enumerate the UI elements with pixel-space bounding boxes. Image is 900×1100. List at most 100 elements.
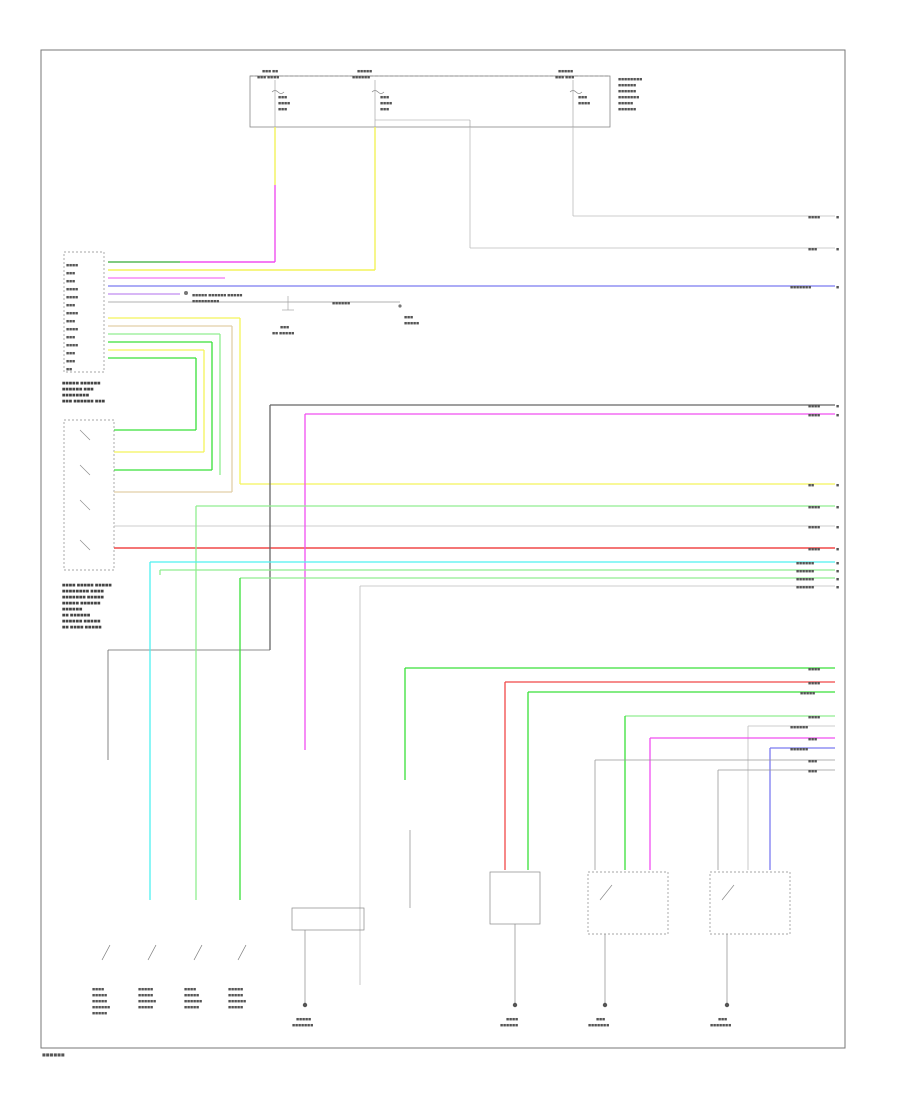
svg-text:■■■■■■: ■■■■■■ [796, 585, 814, 589]
svg-text:■■■: ■■■ [380, 107, 389, 111]
svg-text:■■: ■■ [808, 483, 814, 487]
svg-text:■■■■■■■■: ■■■■■■■■ [62, 393, 90, 397]
svg-text:■■■■■■: ■■■■■■ [92, 1005, 110, 1009]
svg-text:■■■■: ■■■■ [808, 525, 820, 529]
svg-text:■: ■ [836, 215, 839, 219]
svg-text:■■■: ■■■ [596, 1017, 605, 1021]
svg-text:■■■■■■: ■■■■■■ [796, 561, 814, 565]
svg-text:■■■■■■■: ■■■■■■■ [588, 1023, 609, 1027]
svg-text:■■■■ ■■■■■ ■■■■■: ■■■■ ■■■■■ ■■■■■ [62, 583, 112, 587]
svg-text:■■■■■: ■■■■■ [138, 987, 153, 991]
svg-text:■■■■■■ ■■■: ■■■■■■ ■■■ [62, 387, 94, 391]
window-switch-connector: ■■■■ ■■■■■ ■■■■■ ■■■■■■■■ ■■■■ ■■■■■■■ ■… [62, 419, 115, 629]
svg-text:■■■■■■: ■■■■■■ [184, 999, 202, 1003]
svg-text:■■■: ■■■ [280, 325, 289, 329]
svg-text:■■■■: ■■■■ [66, 287, 78, 291]
svg-text:■■■■■■■: ■■■■■■■ [790, 285, 811, 289]
svg-text:■■■■: ■■■■ [278, 101, 290, 105]
svg-text:■■■■■: ■■■■■ [138, 1005, 153, 1009]
svg-text:■■■ ■■■: ■■■ ■■■ [555, 75, 574, 79]
svg-text:■■■■■■■■: ■■■■■■■■ [618, 77, 642, 81]
svg-text:■■■■■: ■■■■■ [184, 1005, 199, 1009]
ground-labels: ■■■■■ ■■■■■■■ ■■■■ ■■■■■■ ■■■ ■■■■■■■ ■■… [292, 1017, 731, 1027]
svg-text:■■■ ■■■■: ■■■ ■■■■ [257, 75, 279, 79]
svg-text:■■■■■■: ■■■■■■ [790, 747, 808, 751]
svg-text:■■■■■: ■■■■■ [800, 691, 815, 695]
svg-text:■: ■ [836, 585, 839, 589]
fuse-feed-wires [108, 127, 835, 271]
svg-text:■■■■■■: ■■■■■■ [796, 577, 814, 581]
window-switch-wires [107, 404, 835, 985]
svg-text:■■■■■: ■■■■■ [228, 987, 243, 991]
svg-text:■■■ ■■■■■■ ■■■: ■■■ ■■■■■■ ■■■ [62, 399, 106, 403]
svg-text:■■■: ■■■ [66, 303, 75, 307]
svg-text:■■■■■: ■■■■■ [184, 993, 199, 997]
door-switches [101, 944, 247, 961]
svg-text:■■■■■■■: ■■■■■■■ [292, 1023, 313, 1027]
svg-text:■■■■■■■■ ■■■■: ■■■■■■■■ ■■■■ [62, 589, 104, 593]
svg-text:■■■■■■■ ■■■■■: ■■■■■■■ ■■■■■ [62, 595, 104, 599]
diagram-frame [40, 49, 846, 1049]
svg-text:■■■■■: ■■■■■ [138, 993, 153, 997]
svg-text:■■■: ■■■ [66, 335, 75, 339]
right-wire-tags: ■■■■ ■■■ ■■■■■■■ ■■■■ ■■■■ ■■ ■■■■ ■■■■ … [790, 215, 839, 589]
svg-text:■■■■: ■■■■ [808, 667, 820, 671]
svg-text:■■■■■■: ■■■■■■ [138, 999, 156, 1003]
svg-text:■■■■: ■■■■ [66, 263, 78, 267]
svg-text:■■■: ■■■ [718, 1017, 727, 1021]
svg-text:■■■■■■: ■■■■■■ [500, 1023, 518, 1027]
svg-text:■■■■■: ■■■■■ [296, 1017, 311, 1021]
svg-text:■■■■: ■■■■ [380, 101, 392, 105]
svg-text:■■■■■: ■■■■■ [228, 993, 243, 997]
bottom-components [291, 830, 791, 1005]
svg-text:■■: ■■ [66, 367, 72, 371]
ground-symbol-upper: ■■■■■ ■■■■■■ ■■■■■ ■■■■■■■■■ ■■■ ■■ ■■■■… [184, 291, 419, 335]
svg-text:■■■■■ ■■■■■■ ■■■■■: ■■■■■ ■■■■■■ ■■■■■ [192, 293, 242, 297]
svg-text:■■■■■: ■■■■■ [618, 101, 633, 105]
svg-text:■■■■: ■■■■ [808, 681, 820, 685]
lower-right-tags: ■■■■ ■■■■ ■■■■■ ■■■■ ■■■■■■ ■■■ ■■■■■■ ■… [790, 667, 820, 773]
svg-text:■■■■■: ■■■■■ [92, 993, 107, 997]
svg-text:■: ■ [836, 561, 839, 565]
svg-text:■■■: ■■■ [278, 95, 287, 99]
svg-text:■■■■: ■■■■ [808, 715, 820, 719]
svg-text:■: ■ [836, 483, 839, 487]
svg-text:■■■: ■■■ [66, 319, 75, 323]
svg-text:■■■: ■■■ [808, 737, 817, 741]
svg-text:■: ■ [836, 413, 839, 417]
svg-text:■■■■■■■: ■■■■■■■ [618, 95, 639, 99]
svg-text:■: ■ [836, 247, 839, 251]
svg-text:■■■■■ ■■■■■■: ■■■■■ ■■■■■■ [62, 601, 101, 605]
svg-text:■■ ■■■■■■: ■■ ■■■■■■ [62, 613, 91, 617]
svg-text:■■ ■■■■ ■■■■■: ■■ ■■■■ ■■■■■ [62, 625, 102, 629]
svg-text:■: ■ [836, 404, 839, 408]
svg-text:■■■■■: ■■■■■ [92, 999, 107, 1003]
svg-text:■■■■: ■■■■ [808, 547, 820, 551]
svg-text:■■■■■ ■■■■■■: ■■■■■ ■■■■■■ [62, 381, 101, 385]
svg-text:■■■■■■: ■■■■■■ [618, 83, 636, 87]
svg-text:■■■: ■■■ [66, 279, 75, 283]
svg-text:■: ■ [836, 547, 839, 551]
svg-text:■■■: ■■■ [808, 247, 817, 251]
switch-harness-wires [108, 261, 835, 492]
svg-text:■■■■■■■■■: ■■■■■■■■■ [192, 299, 219, 303]
svg-text:■: ■ [836, 505, 839, 509]
svg-text:■■■: ■■■ [404, 315, 413, 319]
svg-text:■: ■ [836, 285, 839, 289]
svg-text:■■■■: ■■■■ [66, 295, 78, 299]
main-switch-connector: ■■■■ ■■■ ■■■ ■■■■ ■■■■ ■■■ ■■■■ ■■■ ■■■■… [62, 251, 106, 403]
svg-text:■■■■: ■■■■ [808, 505, 820, 509]
lower-right-wires [404, 667, 835, 870]
svg-text:■: ■ [836, 525, 839, 529]
svg-text:■■■■■■: ■■■■■■ [332, 301, 350, 305]
svg-text:■■■: ■■■ [278, 107, 287, 111]
svg-text:■■■■: ■■■■ [66, 327, 78, 331]
svg-text:■■■■: ■■■■ [66, 343, 78, 347]
svg-text:■■■: ■■■ [380, 95, 389, 99]
svg-text:■■■■■■: ■■■■■■ [352, 75, 370, 79]
svg-text:■■■■■■: ■■■■■■ [790, 725, 808, 729]
svg-text:■■■■■■: ■■■■■■ [228, 999, 246, 1003]
svg-text:■■■: ■■■ [66, 359, 75, 363]
svg-text:■■■■: ■■■■ [92, 987, 104, 991]
svg-text:■■■■■■ ■■■■■: ■■■■■■ ■■■■■ [62, 619, 101, 623]
